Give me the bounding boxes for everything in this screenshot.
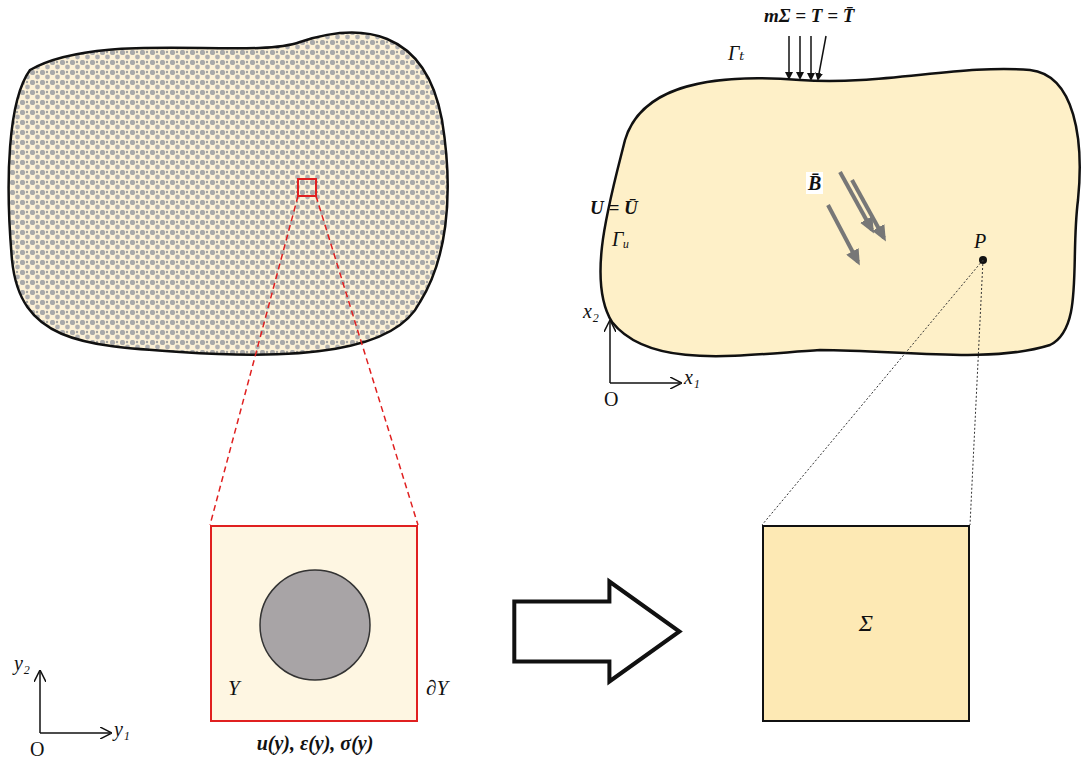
boundary-name: Γᵤ — [612, 228, 629, 250]
homogenized-body — [600, 69, 1079, 356]
traction-arrow — [799, 36, 801, 78]
homogenization-arrow — [514, 582, 679, 682]
body-force-arrow — [828, 205, 858, 262]
point-label: P — [974, 230, 986, 252]
stress-label: Σ — [859, 610, 873, 636]
domain-label: Y — [228, 677, 240, 700]
sample-square — [298, 179, 316, 196]
axis-label: y₂ — [14, 652, 30, 674]
boundary-name: Γₜ — [728, 42, 744, 64]
boundary-label: ∂Y — [426, 677, 448, 700]
leader-line — [762, 260, 983, 525]
inclusion — [260, 570, 370, 680]
axis-label: x₁ — [684, 366, 700, 388]
origin-label: O — [30, 738, 44, 760]
heterogeneous-body — [9, 33, 448, 355]
axis-label: x₂ — [583, 300, 599, 322]
zoom-line — [210, 196, 298, 525]
body-force-label: B̄ — [806, 172, 823, 194]
homogenized-fill — [762, 525, 970, 722]
body-force-arrow — [840, 172, 872, 230]
traction-arrow — [788, 36, 790, 78]
displacement-condition: U = Ū — [590, 198, 638, 219]
zoom-line — [316, 196, 418, 525]
traction-arrow — [818, 36, 826, 79]
body-force-arrow — [852, 180, 884, 238]
homogenized-box: Σ — [762, 525, 970, 722]
rve-box: Y∂Y — [210, 525, 418, 722]
field-label: u(y), ε(y), σ(y) — [257, 732, 374, 754]
traction-arrow — [810, 36, 812, 79]
axis — [610, 382, 680, 384]
origin-label: O — [604, 388, 618, 410]
axis-label: y₁ — [114, 718, 130, 740]
rve-fill — [210, 525, 418, 722]
axis — [39, 672, 41, 733]
axis — [609, 322, 611, 383]
axis — [40, 732, 110, 734]
leader-line — [970, 260, 983, 525]
traction-condition: mΣ = T = T̄ — [764, 6, 854, 27]
